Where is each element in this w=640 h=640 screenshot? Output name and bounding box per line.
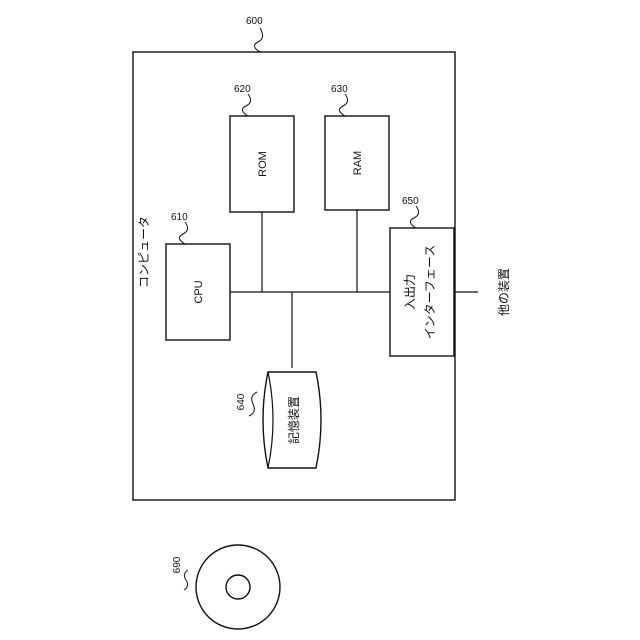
computer-ref: 600: [246, 16, 263, 27]
cpu-label: CPU: [193, 280, 205, 303]
disc-ref-leader: [184, 570, 188, 590]
ram-label: RAM: [352, 151, 364, 175]
storage-label: 記憶装置: [286, 396, 301, 444]
rom-ref: 620: [234, 84, 251, 95]
storage-ref: 640: [236, 393, 247, 410]
cpu-ref: 610: [171, 212, 188, 223]
io-ref: 650: [402, 196, 419, 207]
rom-label: ROM: [257, 151, 269, 177]
external-label: 他の装置: [497, 268, 511, 316]
ram-ref: 630: [331, 84, 348, 95]
computer-ref-leader: [254, 28, 262, 52]
io-label-line2: インターフェース: [423, 245, 437, 340]
disc-icon: [196, 545, 280, 629]
io-box: [390, 228, 454, 356]
io-label-line1: 入出力: [403, 274, 417, 310]
disc-ref: 690: [172, 556, 183, 573]
computer-label: コンピュータ: [137, 216, 151, 288]
